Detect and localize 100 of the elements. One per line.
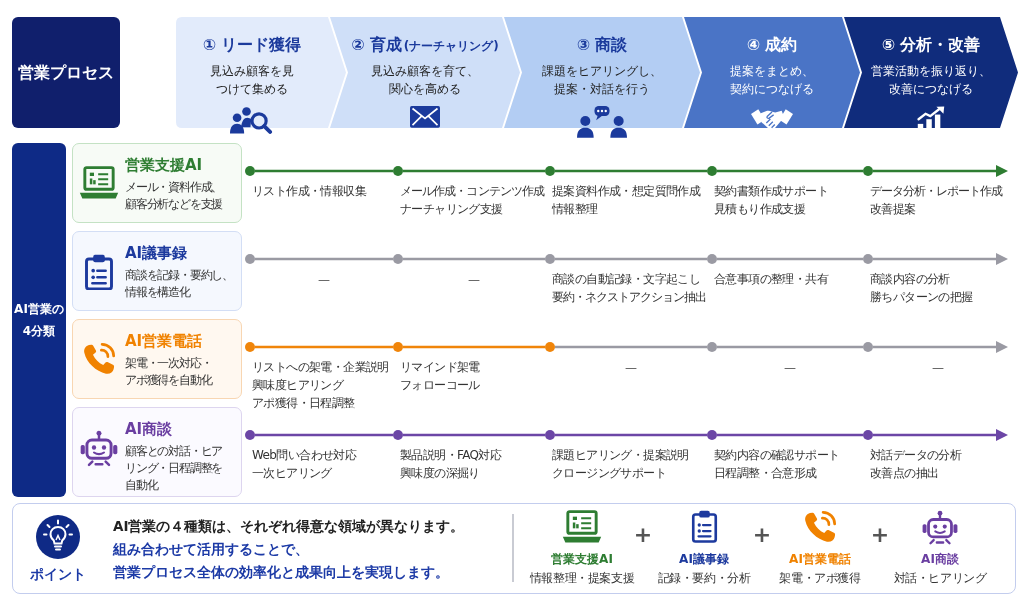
tool-name: AI議事録 bbox=[679, 551, 729, 568]
task-text: 合意事項の整理・共有 bbox=[714, 271, 828, 288]
timeline-dot-icon bbox=[393, 430, 403, 440]
stage-subtitle: (ナーチャリング) bbox=[403, 39, 499, 53]
timeline-dot-icon bbox=[707, 342, 717, 352]
timeline-dot-icon bbox=[545, 254, 555, 264]
section-heading: AI営業の4分類 bbox=[13, 301, 65, 340]
timeline-line bbox=[403, 433, 545, 437]
timeline-line bbox=[555, 169, 707, 173]
task-text: リスト作成・情報収集 bbox=[252, 183, 366, 200]
timeline-line bbox=[403, 169, 545, 173]
task-text: 興味度の深掘り bbox=[400, 465, 480, 482]
category-description: 商談を記録・要約し、情報を構造化 bbox=[125, 267, 234, 301]
task-text: データ分析・レポート作成 bbox=[870, 183, 1002, 200]
category-description: 架電・一次対応・アポ獲得を自動化 bbox=[125, 355, 213, 389]
category-card bbox=[72, 319, 242, 399]
timeline-dot-icon bbox=[863, 342, 873, 352]
timeline-line bbox=[717, 257, 863, 261]
stage-description: 営業活動を振り返り、改善につなげる bbox=[870, 63, 992, 98]
task-text: 日程調整・合意形成 bbox=[714, 465, 817, 482]
task-text: 一次ヒアリング bbox=[252, 465, 332, 482]
timeline-line bbox=[717, 433, 863, 437]
plus-sign: + bbox=[752, 522, 772, 548]
placeholder-dash: — bbox=[932, 360, 944, 377]
heading-panel bbox=[12, 17, 120, 128]
timeline-line bbox=[255, 169, 393, 173]
timeline-line bbox=[555, 345, 707, 349]
timeline-dot-icon bbox=[393, 254, 403, 264]
task-text: 提案資料作成・想定質問作成 bbox=[552, 183, 701, 200]
category-band bbox=[12, 143, 66, 497]
task-text: 興味度ヒアリング bbox=[252, 377, 344, 394]
timeline-line bbox=[255, 345, 393, 349]
timeline-line bbox=[403, 345, 545, 349]
timeline-line bbox=[255, 433, 393, 437]
stage-description: 見込み顧客を育て、関心を高める bbox=[370, 63, 480, 98]
placeholder-dash: — bbox=[468, 272, 480, 289]
task-text: 対話データの分析 bbox=[870, 447, 962, 464]
placeholder-dash: — bbox=[318, 272, 330, 289]
category-card bbox=[72, 231, 242, 311]
category-title: AI商談 bbox=[125, 419, 173, 439]
task-text: 製品説明・FAQ対応 bbox=[400, 447, 502, 464]
task-text: 契約内容の確認サポート bbox=[714, 447, 840, 464]
stage-title: ③ 商談 bbox=[576, 36, 628, 54]
timeline-dot-icon bbox=[707, 430, 717, 440]
section-heading: 営業プロセス bbox=[18, 62, 114, 84]
task-text: リストへの架電・企業説明 bbox=[252, 359, 389, 376]
task-text: フォローコール bbox=[400, 377, 480, 394]
stage-panel bbox=[684, 17, 860, 128]
task-text: 課題ヒアリング・提案説明 bbox=[552, 447, 689, 464]
task-text: 改善提案 bbox=[870, 201, 916, 218]
task-text: Web問い合わせ対応 bbox=[252, 447, 357, 464]
timeline-dot-icon bbox=[245, 254, 255, 264]
category-description: メール・資料作成、顧客分析などを支援 bbox=[125, 179, 224, 213]
stage-title: ② 育成 bbox=[351, 36, 402, 54]
task-text: 情報整理 bbox=[552, 201, 598, 218]
category-card bbox=[72, 143, 242, 223]
tool-feature: 記録・要約・分析 bbox=[657, 570, 751, 586]
task-text: メール作成・コンテンツ作成 bbox=[400, 183, 544, 200]
task-text: 見積もり作成支援 bbox=[714, 201, 806, 218]
timeline-dot-icon bbox=[707, 166, 717, 176]
timeline-dot-icon bbox=[863, 166, 873, 176]
task-text: クロージングサポート bbox=[552, 465, 666, 482]
task-text: リマインド架電 bbox=[400, 359, 480, 376]
timeline-line bbox=[255, 257, 393, 261]
task-text: ナーチャリング支援 bbox=[400, 201, 503, 218]
task-text: 商談の自動記録・文字起こし bbox=[552, 271, 701, 288]
plus-sign: + bbox=[633, 522, 653, 548]
task-text: 契約書類作成サポート bbox=[714, 183, 828, 200]
stage-description: 課題をヒアリングし、提案・対話を行う bbox=[541, 63, 663, 98]
timeline-line bbox=[717, 169, 863, 173]
timeline-dot-icon bbox=[545, 430, 555, 440]
timeline-dot-icon bbox=[545, 342, 555, 352]
tool-feature: 対話・ヒアリング bbox=[893, 570, 987, 586]
task-text: 商談内容の分析 bbox=[870, 271, 950, 288]
category-title: AI営業電話 bbox=[125, 331, 203, 351]
timeline-line bbox=[403, 257, 545, 261]
tool-name: 営業支援AI bbox=[551, 551, 613, 568]
task-text: 改善点の抽出 bbox=[870, 465, 939, 482]
tool-name: AI商談 bbox=[921, 551, 959, 568]
category-title: AI議事録 bbox=[125, 243, 188, 263]
timeline-line bbox=[555, 257, 707, 261]
timeline-line bbox=[717, 345, 863, 349]
timeline-dot-icon bbox=[393, 166, 403, 176]
point-panel bbox=[12, 503, 1016, 594]
tool-feature: 情報整理・提案支援 bbox=[529, 570, 635, 586]
point-emphasis: 営業プロセス全体の効率化と成果向上を実現します。 bbox=[113, 563, 449, 582]
timeline-arrow bbox=[873, 429, 1008, 441]
stage-title: ④ 成約 bbox=[746, 36, 798, 54]
placeholder-dash: — bbox=[784, 360, 796, 377]
task-text: 勝ちパターンの把握 bbox=[870, 289, 973, 306]
timeline-dot-icon bbox=[863, 254, 873, 264]
timeline-dot-icon bbox=[393, 342, 403, 352]
timeline-arrow bbox=[873, 253, 1008, 265]
point-label: ポイント bbox=[30, 565, 86, 584]
tool-name: AI営業電話 bbox=[789, 551, 851, 568]
timeline-line bbox=[555, 433, 707, 437]
stage-title: ⑤ 分析・改善 bbox=[881, 36, 981, 54]
timeline-dot-icon bbox=[245, 342, 255, 352]
category-card bbox=[72, 407, 242, 497]
task-text: アポ獲得・日程調整 bbox=[252, 395, 355, 412]
